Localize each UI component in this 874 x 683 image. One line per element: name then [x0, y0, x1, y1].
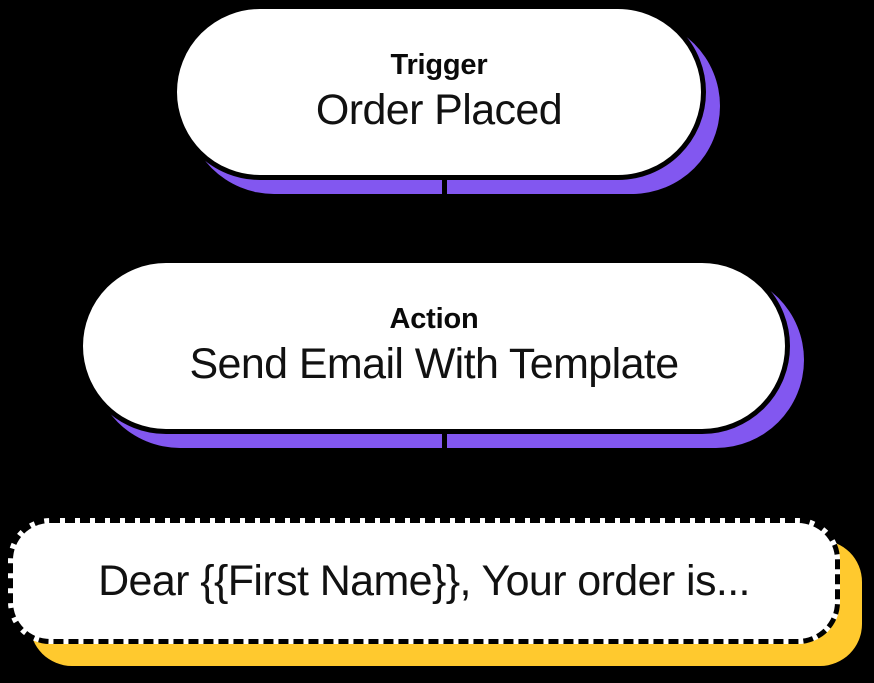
trigger-node[interactable]: Trigger Order Placed — [172, 4, 706, 180]
action-node[interactable]: Action Send Email With Template — [78, 258, 790, 434]
email-template-preview-node[interactable]: Dear {{First Name}}, Your order is... — [8, 518, 840, 644]
connector-trigger-to-action — [442, 176, 447, 262]
trigger-node-kicker: Trigger — [390, 48, 488, 81]
action-node-title: Send Email With Template — [189, 340, 679, 389]
email-template-preview-text: Dear {{First Name}}, Your order is... — [98, 556, 750, 605]
trigger-node-title: Order Placed — [315, 86, 563, 135]
action-node-kicker: Action — [389, 302, 479, 335]
connector-action-to-template — [442, 430, 447, 522]
